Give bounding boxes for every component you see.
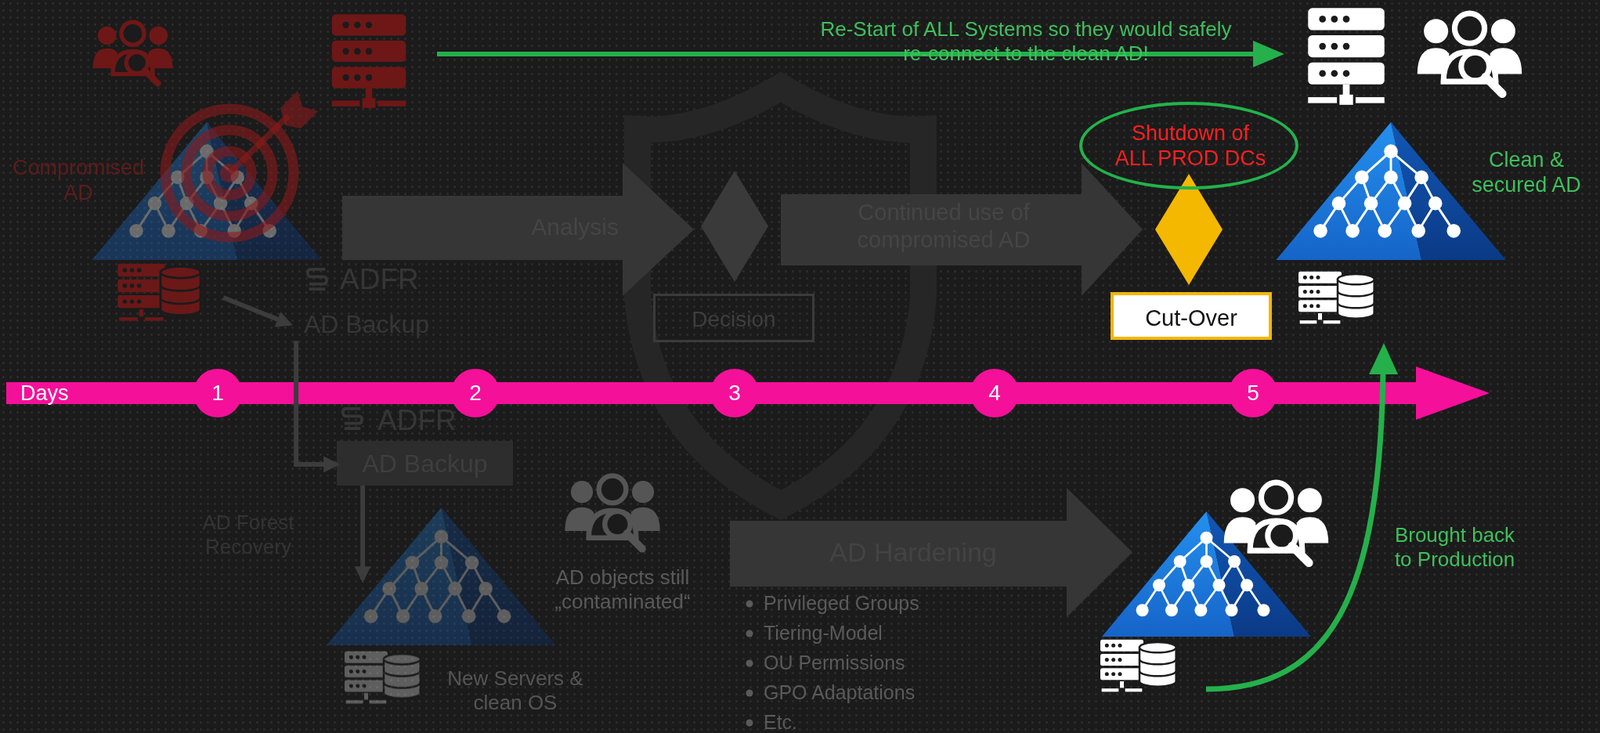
- label-text: OU Permissions: [763, 650, 906, 675]
- node-text: 5: [1228, 379, 1278, 407]
- clean-ad-node: Clean & secured AD: [1268, 117, 1600, 345]
- node-text: Analysis: [530, 213, 619, 242]
- production-arrow: [1206, 343, 1398, 690]
- process-arrow: Analysis: [342, 162, 694, 297]
- decision-box: Decision: [653, 293, 815, 343]
- label-text: AD Forest Recovery: [185, 510, 311, 560]
- node-text: AD Backup: [336, 440, 513, 486]
- arrow-outline: [342, 162, 694, 297]
- node-text: Cut-Over: [1113, 304, 1269, 333]
- shield-watermark: [637, 86, 924, 506]
- process-arrow: Continued use of compromised AD: [780, 162, 1143, 297]
- day-circle: 5: [1228, 368, 1278, 418]
- restart-arrow: [437, 40, 1285, 68]
- node-text: AD Backup: [303, 309, 430, 340]
- node-text: Clean & secured AD: [1467, 147, 1586, 199]
- node-text: 1: [193, 379, 242, 407]
- node-text: 4: [970, 379, 1019, 407]
- compromised-ad-node: Compromised AD: [3, 117, 333, 298]
- label-text: Re-Start of ALL Systems so they would sa…: [806, 17, 1246, 66]
- label-text: Privileged Groups: [763, 591, 920, 615]
- adfr-logo: [307, 269, 327, 289]
- backup-node: ADFRAD Backup: [336, 403, 513, 486]
- day-circle: 1: [193, 368, 242, 418]
- label-text: Brought back to Production: [1386, 523, 1524, 572]
- node-text: New Servers & clean OS: [444, 666, 586, 716]
- clean-ad-illustration: [1275, 122, 1506, 324]
- label-text: AD objects still „contaminated“: [544, 565, 701, 614]
- day-circle: 2: [451, 368, 500, 418]
- node-text: 3: [710, 379, 759, 407]
- decision-diamond: [700, 170, 769, 282]
- label-text: Etc.: [763, 710, 798, 733]
- server-icon: [1307, 7, 1385, 105]
- label-text: GPO Adaptations: [763, 680, 915, 705]
- node-text: Continued use of compromised AD: [826, 198, 1062, 254]
- backup-node: ADFR AD Backup: [289, 262, 470, 341]
- node-text: Decision: [655, 306, 813, 333]
- node-text: Shutdown of ALL PROD DCs: [1112, 120, 1269, 172]
- analyst-icon: [1417, 13, 1522, 94]
- cutover-diamond: [1155, 173, 1223, 286]
- node-text: ADFR: [339, 262, 419, 297]
- arrow-shape: [342, 162, 694, 297]
- analyst-icon: [564, 476, 660, 549]
- arrow-outline: [729, 487, 1133, 618]
- cutover-box: Cut-Over: [1110, 292, 1272, 340]
- day-circle: 3: [710, 368, 759, 418]
- connector-arrow: [296, 340, 337, 465]
- bullet-dots: [746, 600, 754, 727]
- adfr-logo: [343, 408, 362, 429]
- node-text: 2: [451, 379, 500, 407]
- arrow-outline: [780, 162, 1143, 297]
- label-text: Tiering-Model: [763, 621, 883, 645]
- timeline-arrow: [6, 366, 1490, 420]
- node-text: Compromised AD: [3, 155, 153, 206]
- node-text: ADFR: [377, 403, 457, 438]
- recovered-ad-illustration: [1100, 482, 1329, 692]
- day-circle: 4: [970, 368, 1019, 418]
- shutdown-ellipse: Shutdown of ALL PROD DCs: [1079, 101, 1299, 190]
- connector-arrow: [223, 297, 290, 325]
- label-text: Days: [20, 380, 69, 406]
- node-text: AD Hardening: [756, 536, 1070, 569]
- connector-arrow: [360, 485, 365, 580]
